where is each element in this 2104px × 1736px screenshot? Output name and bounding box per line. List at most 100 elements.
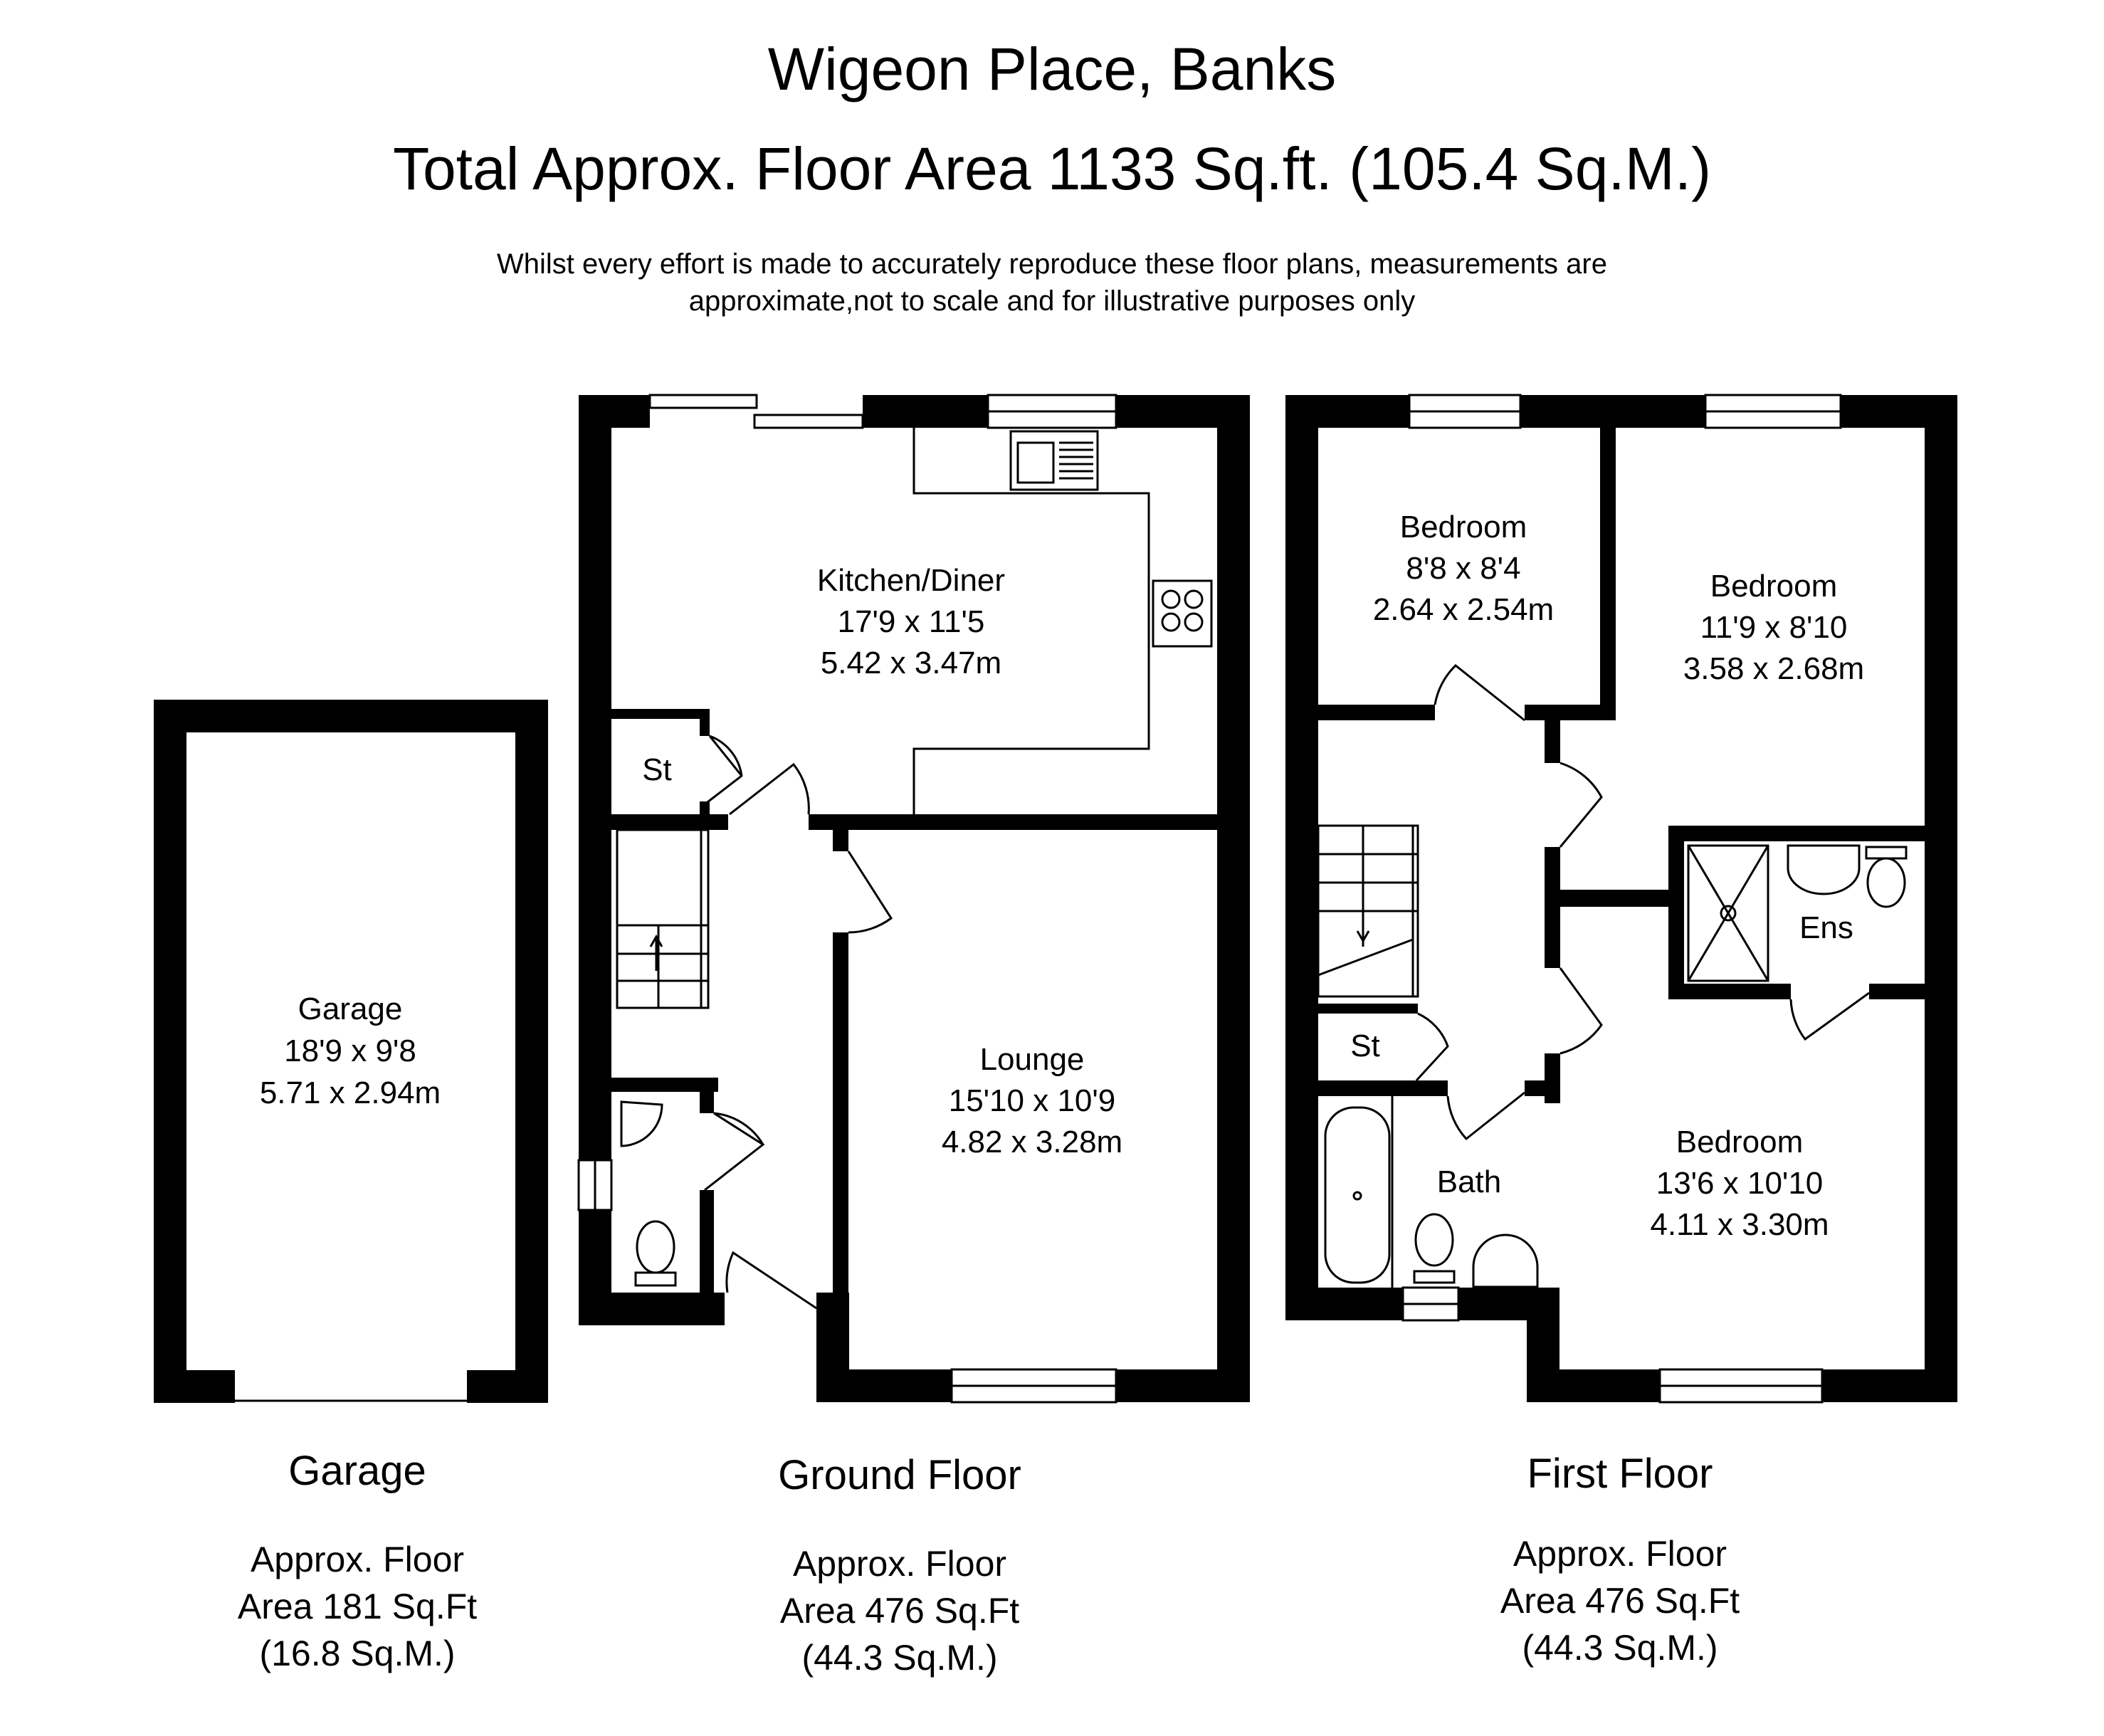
lounge-metric: 4.82 x 3.28m — [942, 1125, 1122, 1159]
disclaimer: Whilst every effort is made to accuratel… — [0, 246, 2104, 320]
garage-imperial: 18'9 x 9'8 — [284, 1033, 416, 1068]
page-title: Wigeon Place, Banks — [767, 36, 1337, 102]
caption-first-line1: Approx. Floor — [1513, 1534, 1727, 1574]
ff-wall-ens-link — [1560, 890, 1674, 907]
ff-wall-bottom-bath-left — [1285, 1288, 1403, 1320]
gf-wall-store-right-low — [700, 801, 710, 816]
garage-wall-bottom-left — [154, 1370, 235, 1403]
caption-garage-line2: Area 181 Sq.Ft — [237, 1587, 478, 1626]
ff-wall-top-mid — [1520, 395, 1705, 428]
ff-door-bed3 — [1559, 967, 1603, 1055]
kitchen-worktop — [912, 428, 1150, 814]
ff-wall-ens-top — [1668, 826, 1957, 841]
caption-ground-area: Approx. Floor Area 476 Sq.Ft (44.3 Sq.M.… — [651, 1540, 1149, 1681]
ensuite-label: Ens — [1799, 910, 1853, 945]
ground-floor-details: St — [577, 394, 1213, 1404]
bath-toilet — [1414, 1213, 1454, 1267]
garage-room-label: Garage — [298, 991, 403, 1026]
gf-window-kitchen-slide — [753, 414, 864, 429]
caption-first-title: First Floor — [1527, 1451, 1713, 1497]
gf-wall-lounge-left — [833, 932, 848, 1295]
kitchen-room-label: Kitchen/Diner — [817, 563, 1005, 598]
caption-ground-line2: Area 476 Sq.Ft — [779, 1591, 1020, 1631]
gf-wall-lounge-left-up — [833, 830, 848, 851]
ff-wall-ens-bottom-right — [1869, 984, 1957, 999]
bedroom-main-metric: 4.11 x 3.30m — [1650, 1207, 1829, 1242]
disclaimer-line-1: Whilst every effort is made to accuratel… — [497, 248, 1607, 280]
bath-tub — [1324, 1106, 1391, 1284]
gf-wall-top-mid — [863, 395, 988, 428]
ground-floor-labels: Kitchen/Diner 17'9 x 11'5 5.42 x 3.47m L… — [817, 563, 1122, 1159]
ff-wall-left — [1285, 395, 1318, 1320]
caption-garage-title: Garage — [288, 1448, 426, 1494]
bedroom-small-label: Bedroom — [1400, 510, 1527, 545]
disclaimer-line-2: approximate,not to scale and for illustr… — [688, 285, 1416, 317]
gf-wall-left-upper — [579, 395, 611, 1160]
total-area-title: Total Approx. Floor Area 1133 Sq.ft. (10… — [392, 135, 1712, 202]
ff-wall-bed2-bottom — [1925, 826, 1957, 841]
caption-first-line2: Area 476 Sq.Ft — [1500, 1581, 1740, 1621]
kitchen-hob — [1152, 579, 1213, 648]
gf-door-store — [704, 735, 743, 806]
bedroom-mid-metric: 3.58 x 2.68m — [1683, 651, 1864, 686]
gf-wall-right — [1217, 395, 1250, 1402]
gf-door-front — [725, 1251, 817, 1310]
gf-wall-kitchen-lounge — [809, 814, 1250, 830]
ff-wall-bed1-right — [1600, 428, 1616, 720]
gf-wall-store-bottom — [579, 814, 728, 830]
gf-wall-wc-top — [611, 1078, 718, 1092]
ff-wall-right — [1925, 395, 1957, 1402]
ff-wall-store-bottom — [1318, 1080, 1448, 1096]
ff-door-store — [1415, 1012, 1449, 1082]
ff-wall-bed1-bottom-r — [1525, 705, 1616, 720]
caption-ground-line3: (44.3 Sq.M.) — [801, 1638, 998, 1678]
ens-shower — [1687, 844, 1769, 982]
gf-wall-bottom-left — [816, 1369, 952, 1402]
ff-door-bed2 — [1559, 762, 1603, 848]
bath-basin — [1472, 1233, 1539, 1288]
ff-wall-bottom-right — [1822, 1369, 1957, 1402]
caption-garage-line3: (16.8 Sq.M.) — [259, 1634, 456, 1673]
bedroom-main-imperial: 13'6 x 10'10 — [1656, 1166, 1824, 1201]
ff-wall-store-top — [1318, 1004, 1418, 1014]
ff-door-bath — [1446, 1091, 1525, 1141]
first-floor-labels: Bedroom 8'8 x 8'4 2.64 x 2.54m Bedroom 1… — [1350, 510, 1864, 1242]
garage-plan: Garage 18'9 x 9'8 5.71 x 2.94m — [154, 700, 548, 1403]
gf-wall-wc-right — [700, 1078, 714, 1113]
caption-garage-area: Approx. Floor Area 181 Sq.Ft (16.8 Sq.M.… — [108, 1536, 606, 1677]
gf-store-label: St — [642, 752, 672, 787]
first-floor-details — [1317, 394, 1908, 1404]
bedroom-mid-imperial: 11'9 x 8'10 — [1700, 610, 1848, 645]
ff-door-ens — [1789, 991, 1870, 1041]
gf-window-kitchen-left — [648, 394, 758, 409]
ff-wall-ens-bottom-left — [1668, 984, 1791, 999]
ff-wall-bed1-bottom — [1285, 705, 1435, 720]
gf-stairs — [616, 828, 710, 1009]
gf-wall-store-right — [700, 709, 710, 736]
kitchen-imperial: 17'9 x 11'5 — [838, 604, 985, 639]
gf-wall-bottom-right — [1116, 1369, 1250, 1402]
garage-wall-left — [154, 700, 186, 1403]
ff-wall-landing-upper — [1545, 720, 1560, 763]
ff-wall-landing-mid — [1545, 847, 1560, 968]
gf-wall-bottom-wc — [579, 1293, 725, 1325]
ens-toilet — [1866, 857, 1906, 908]
kitchen-sink — [1009, 430, 1099, 491]
garage-metric: 5.71 x 2.94m — [260, 1075, 441, 1110]
ff-wall-bottom-left — [1527, 1369, 1660, 1402]
ff-wall-ens-left — [1668, 826, 1684, 999]
gf-door-wc — [704, 1112, 765, 1191]
bedroom-small-imperial: 8'8 x 8'4 — [1406, 551, 1520, 586]
caption-first-area: Approx. Floor Area 476 Sq.Ft (44.3 Sq.M.… — [1371, 1530, 1869, 1671]
bath-label: Bath — [1437, 1164, 1502, 1199]
lounge-imperial: 15'10 x 10'9 — [949, 1083, 1116, 1118]
gf-door-kitchen — [729, 762, 810, 816]
bedroom-small-metric: 2.64 x 2.54m — [1373, 592, 1554, 627]
ground-floor-plan — [579, 395, 1250, 1402]
garage-wall-top — [154, 700, 548, 732]
gf-wall-wc-right-low — [700, 1190, 714, 1297]
bedroom-mid-label: Bedroom — [1710, 569, 1838, 604]
kitchen-metric: 5.42 x 3.47m — [821, 646, 1001, 680]
first-floor-plan — [1285, 395, 1957, 1402]
